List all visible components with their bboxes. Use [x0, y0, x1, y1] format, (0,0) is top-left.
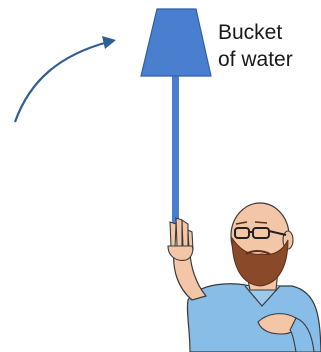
bucket-label: Bucket of water: [218, 19, 293, 73]
bucket-label-line1: Bucket: [218, 19, 293, 46]
bucket-icon: [141, 9, 211, 76]
bucket-label-line2: of water: [218, 46, 293, 73]
man-holding-rope-icon: [168, 203, 321, 352]
rope: [172, 74, 179, 234]
curved-arrow-icon: [15, 36, 116, 122]
